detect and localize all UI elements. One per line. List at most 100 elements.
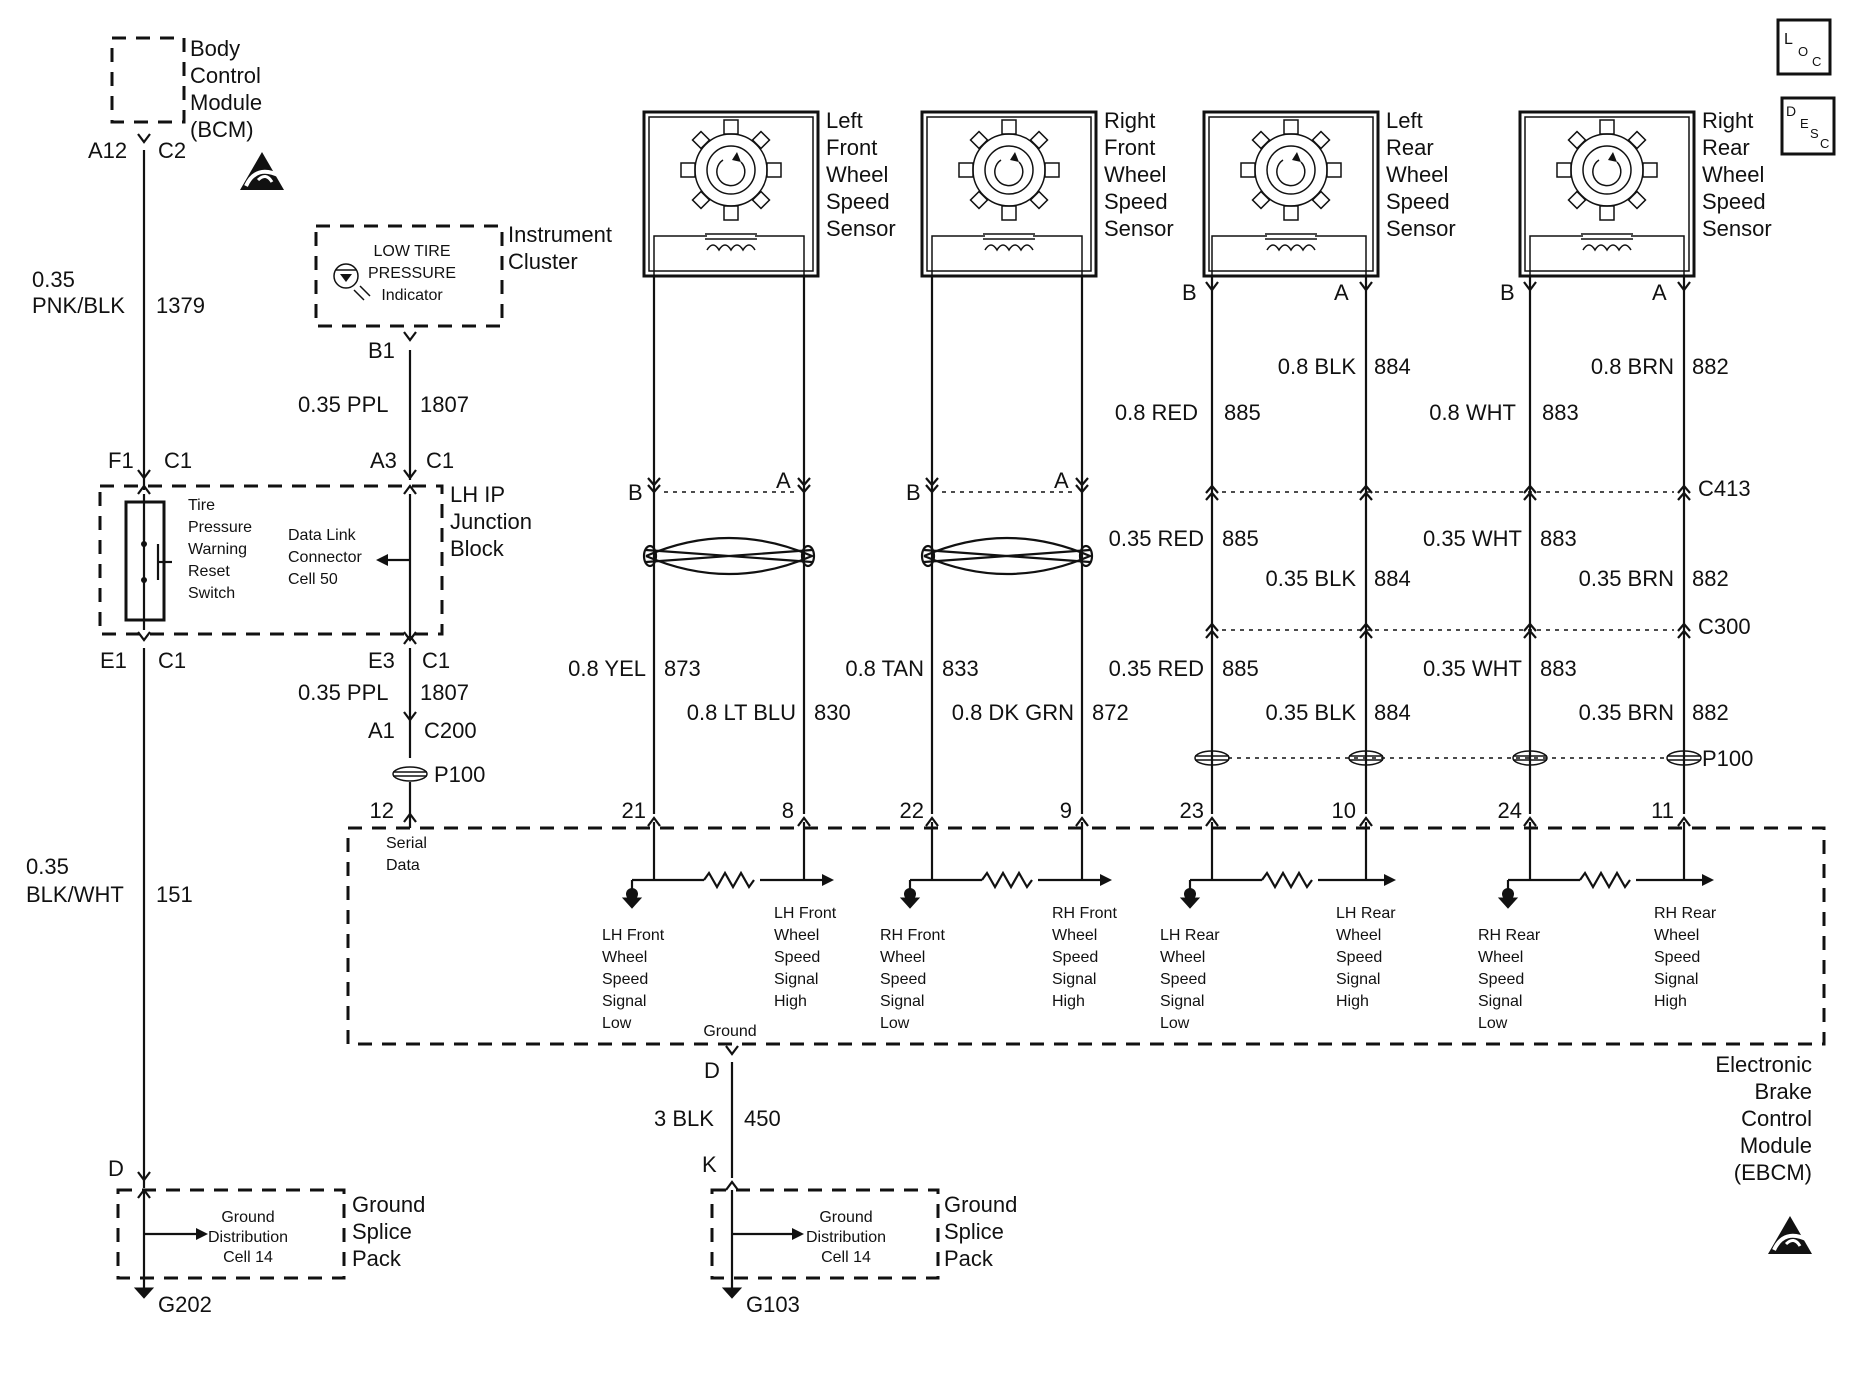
wheel-sensor-icon: [958, 119, 1060, 251]
wheel-sensor-icon: [1240, 119, 1342, 251]
wire-mid-right: 0.35 BRN: [1579, 566, 1674, 591]
sensor-circuit-right: 872: [1092, 700, 1129, 725]
desc-icon-letter: D: [1786, 103, 1796, 119]
sensor-lead: [931, 235, 985, 276]
connector-pin: [797, 816, 811, 827]
inline-connector: [1205, 622, 1219, 632]
wheel-sensor-box: [1208, 116, 1374, 272]
p100-label: P100: [434, 762, 485, 787]
sensor-label: Speed: [826, 189, 890, 214]
ground-wire-gauge: 0.35: [26, 854, 69, 879]
inline-connector: [1677, 484, 1691, 494]
signal-low-label: Signal: [1478, 993, 1522, 1010]
ground-label: G103: [746, 1292, 800, 1317]
sensor-pin: B: [1182, 280, 1197, 305]
sensor-wire-right: 0.8 DK GRN: [952, 700, 1074, 725]
sensor-label: Sensor: [1386, 216, 1456, 241]
junction-out-wire: 0.35 PPL: [298, 680, 389, 705]
inline-connector: [1523, 629, 1537, 639]
dlc-label: Cell 50: [288, 571, 338, 588]
switch-label: Pressure: [188, 519, 252, 536]
loc-icon-letter: L: [1784, 31, 1793, 48]
switch-label: Warning: [188, 541, 247, 558]
junction-pin: C1: [426, 448, 454, 473]
splice-label: Cell 14: [223, 1249, 273, 1266]
signal-high-label: Wheel: [1336, 927, 1381, 944]
inline-connector: [1359, 629, 1373, 639]
circuit-bot-right: 882: [1692, 700, 1729, 725]
ebcm-pin: 9: [1060, 798, 1072, 823]
ebcm-pin: 22: [900, 798, 924, 823]
splice-connector: [1666, 750, 1702, 766]
inline-connector: [1205, 629, 1219, 639]
connector-pin: [137, 1171, 151, 1182]
sensor-label: Front: [826, 135, 877, 160]
connector-pin: [1359, 816, 1373, 827]
desc-icon: [1780, 96, 1836, 156]
sensor-pin: B: [1500, 280, 1515, 305]
resistor: [703, 870, 755, 890]
signal-high-label: High: [1052, 993, 1085, 1010]
sensor-circuit-right: 830: [814, 700, 851, 725]
signal-high-label: Wheel: [1052, 927, 1097, 944]
pack-label: Ground: [944, 1192, 1017, 1217]
twisted-pair: [923, 548, 1091, 564]
esd-warning-icon: [244, 169, 281, 187]
twisted-pair: [1078, 544, 1094, 568]
cluster-wire: 0.35 PPL: [298, 392, 389, 417]
ebcm-pin: 11: [1651, 798, 1674, 823]
pack-label: Splice: [944, 1219, 1004, 1244]
connector-pin: [1523, 816, 1537, 827]
splice-label: Ground: [819, 1209, 872, 1226]
switch-label: Reset: [188, 563, 230, 580]
inline-connector: [1523, 491, 1537, 501]
lamp-icon: [359, 285, 371, 297]
circuit-mid-left: 885: [1222, 526, 1259, 551]
resistor: [981, 870, 1033, 890]
ground-circuit: 151: [156, 882, 193, 907]
ebcm-ground-circuit: 450: [744, 1106, 781, 1131]
ebcm-ground-label: Ground: [703, 1023, 756, 1040]
inline-connector: [1075, 484, 1089, 494]
p100-right-label: P100: [1702, 746, 1753, 771]
ebcm-label: Brake: [1755, 1079, 1812, 1104]
inline-connector: [1677, 629, 1691, 639]
connector-pin: [403, 634, 417, 645]
sensor-label: Right: [1104, 108, 1155, 133]
ground-icon: [904, 888, 916, 900]
connector-pin: [725, 1045, 739, 1056]
connector-pin: [1359, 281, 1373, 292]
signal-low-label: Wheel: [602, 949, 647, 966]
junction-label: Block: [450, 536, 505, 561]
wire-top-left: 0.8 RED: [1115, 400, 1198, 425]
signal-high-label: Speed: [1336, 949, 1382, 966]
esd-warning-icon: [256, 175, 274, 183]
ebcm-splice-pin: K: [702, 1152, 717, 1177]
desc-icon-letter: E: [1800, 116, 1809, 131]
sensor-pin: A: [1054, 468, 1069, 493]
c300-label: C300: [1698, 614, 1751, 639]
sensor-circuit-left: 873: [664, 656, 701, 681]
ebcm-pin: 8: [782, 798, 794, 823]
signal-low-label: Low: [602, 1015, 632, 1032]
bcm-label: Module: [190, 90, 262, 115]
loc-icon: [1776, 18, 1832, 76]
wire-top-left: 0.8 WHT: [1429, 400, 1516, 425]
twisted-pair: [920, 544, 936, 568]
pack-label: Pack: [352, 1246, 402, 1271]
sensor-wire-left: 0.8 TAN: [845, 656, 924, 681]
sensor-lead: [1033, 235, 1083, 276]
cluster-label: Instrument: [508, 222, 612, 247]
junction-pin: A3: [370, 448, 397, 473]
sensor-label: Sensor: [1702, 216, 1772, 241]
signal-low-label: Wheel: [1160, 949, 1205, 966]
ground-icon: [1502, 888, 1514, 900]
connector-pin: [1523, 281, 1537, 292]
wheel-sensor-box: [1524, 116, 1690, 272]
ground-icon: [133, 1287, 155, 1299]
sensor-lead: [1529, 235, 1583, 276]
inline-connector: [1523, 622, 1537, 632]
connector-pin: [647, 816, 661, 827]
